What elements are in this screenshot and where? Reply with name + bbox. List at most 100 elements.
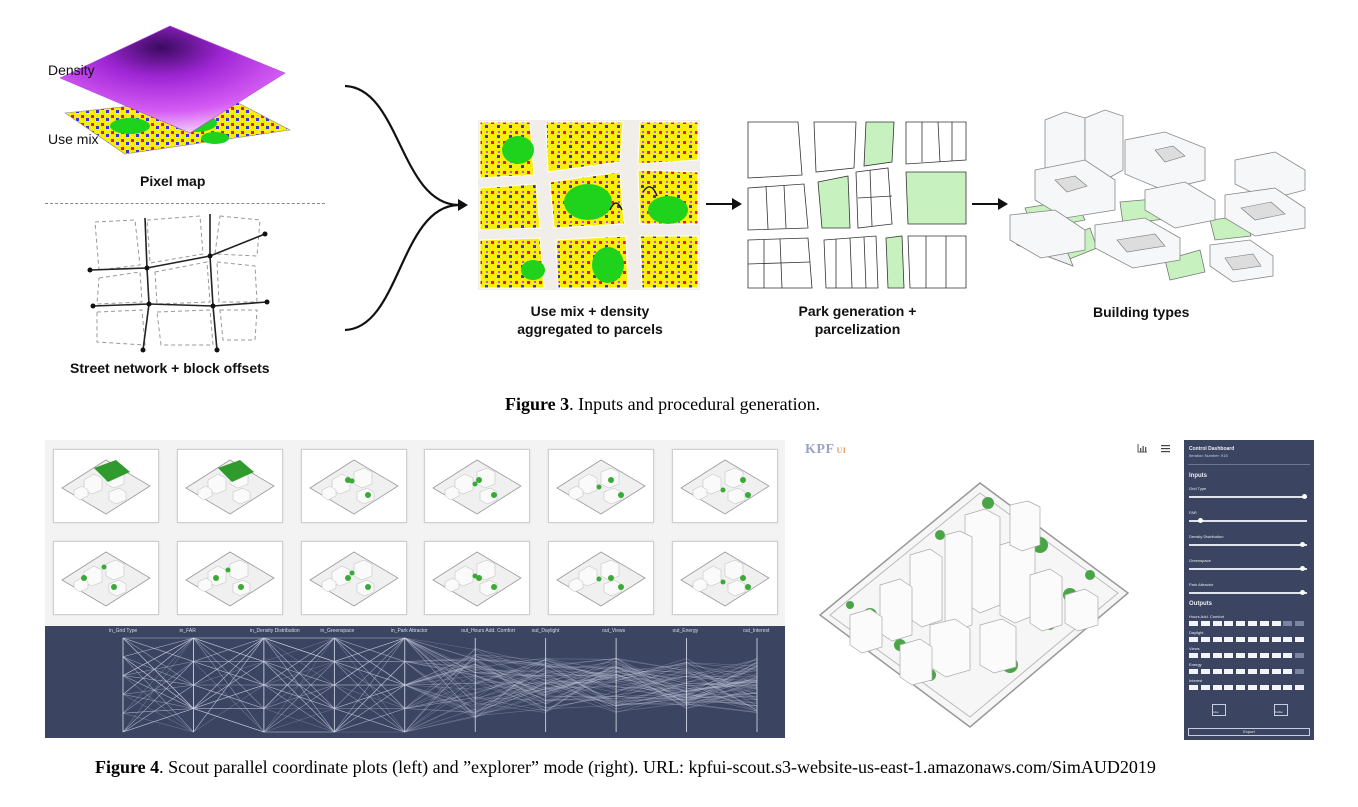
pc-line xyxy=(122,637,758,733)
input-slider[interactable] xyxy=(1189,518,1307,523)
pc-line xyxy=(122,637,758,714)
design-thumbnail[interactable] xyxy=(424,541,530,615)
output-bar-segment xyxy=(1200,621,1210,626)
design-thumbnail[interactable] xyxy=(177,541,283,615)
design-thumbnail[interactable] xyxy=(548,449,654,523)
slider-handle[interactable] xyxy=(1299,590,1305,595)
street-network-illustration xyxy=(87,214,270,353)
output-bar-segment xyxy=(1271,669,1281,674)
like-button[interactable] xyxy=(1212,704,1226,716)
pc-line xyxy=(122,637,758,698)
design-thumbnail[interactable] xyxy=(672,449,778,523)
control-dashboard: Control Dashboard Iteration Number: 915 … xyxy=(1184,440,1314,740)
input-label: Grid Type xyxy=(1189,486,1207,491)
pc-axis-label: in_Density Distribution xyxy=(249,628,300,634)
pc-line xyxy=(122,637,758,733)
output-bar-segment xyxy=(1283,653,1293,658)
output-bar-segment xyxy=(1259,621,1269,626)
input-slider[interactable] xyxy=(1189,494,1307,499)
export-button[interactable]: Export xyxy=(1188,728,1310,736)
figure3-caption: Figure 3. Inputs and procedural generati… xyxy=(505,394,820,415)
slider-handle[interactable] xyxy=(1198,518,1204,523)
dislike-button[interactable] xyxy=(1274,704,1288,716)
design-thumbnail-model xyxy=(61,551,151,607)
pc-line xyxy=(122,637,758,733)
output-bar-segment xyxy=(1236,669,1246,674)
input-slider[interactable] xyxy=(1189,542,1307,547)
street-network-label: Street network + block offsets xyxy=(70,360,270,376)
pc-line xyxy=(122,654,758,733)
pc-line xyxy=(122,637,758,707)
design-thumbnail[interactable] xyxy=(424,449,530,523)
pc-line xyxy=(122,637,758,709)
output-bar-segment xyxy=(1189,685,1198,690)
density-label: Density xyxy=(48,62,95,78)
input-label: FAR xyxy=(1189,510,1197,515)
output-bar-segment xyxy=(1248,637,1257,642)
input-label: Greenspace xyxy=(1189,558,1211,563)
pc-line xyxy=(122,637,758,719)
design-thumbnail[interactable] xyxy=(672,541,778,615)
pc-line xyxy=(122,637,758,715)
pc-axis-label: out_Daylight xyxy=(531,628,560,634)
merge-arrows xyxy=(344,84,468,332)
pc-line xyxy=(122,637,758,733)
output-bar-segment xyxy=(1236,685,1246,690)
pc-line xyxy=(122,637,758,733)
pc-line xyxy=(122,637,758,733)
menu-icon[interactable] xyxy=(1161,444,1170,453)
chart-icon[interactable] xyxy=(1137,444,1147,453)
pc-line xyxy=(122,659,758,733)
design-thumbnail[interactable] xyxy=(301,541,407,615)
pc-line xyxy=(122,637,758,733)
output-bar-segment xyxy=(1189,653,1198,658)
output-bar-segment xyxy=(1224,669,1234,674)
use-mix-label: Use mix xyxy=(48,131,99,147)
pc-line xyxy=(122,661,758,733)
output-bar-segment xyxy=(1248,669,1257,674)
aggregated-label-line2: aggregated to parcels xyxy=(517,321,663,337)
pc-line xyxy=(123,637,758,733)
design-thumbnail[interactable] xyxy=(177,449,283,523)
pc-axis-label: in_FAR xyxy=(179,628,196,634)
pc-line xyxy=(122,637,758,711)
pc-line xyxy=(122,637,758,695)
slider-handle[interactable] xyxy=(1299,566,1305,571)
input-label: Park Attractor xyxy=(1189,582,1214,587)
slider-handle[interactable] xyxy=(1302,494,1307,499)
pc-axis-label: in_Grid Type xyxy=(109,628,138,634)
output-bar-segment xyxy=(1259,653,1269,658)
pc-line xyxy=(122,637,758,733)
output-bar-segment xyxy=(1236,621,1246,626)
design-thumbnail[interactable] xyxy=(53,449,159,523)
pc-line xyxy=(122,637,758,709)
output-bar-segment xyxy=(1248,685,1257,690)
park-generation-label-line1: Park generation + xyxy=(798,303,917,319)
design-thumbnail-model xyxy=(309,459,399,515)
design-thumbnail[interactable] xyxy=(53,541,159,615)
output-label: Views xyxy=(1189,646,1200,651)
design-thumbnail-model xyxy=(556,551,646,607)
output-label: Energy xyxy=(1189,662,1202,667)
pc-line xyxy=(122,637,758,733)
input-slider[interactable] xyxy=(1189,566,1307,571)
design-thumbnail[interactable] xyxy=(301,449,407,523)
output-bar-segment xyxy=(1212,669,1222,674)
pc-line xyxy=(122,637,758,733)
design-thumbnail[interactable] xyxy=(548,541,654,615)
slider-handle[interactable] xyxy=(1299,542,1305,547)
parcelization-illustration xyxy=(747,121,967,289)
pc-axis-label: in_Park Attractor xyxy=(390,628,428,634)
design-thumbnail-model xyxy=(556,459,646,515)
output-bar-segment xyxy=(1283,669,1293,674)
pc-line xyxy=(122,637,758,709)
output-bar-segment xyxy=(1189,637,1198,642)
design-thumbnail-model xyxy=(680,551,770,607)
pc-line xyxy=(122,637,758,733)
input-slider[interactable] xyxy=(1189,590,1307,595)
export-button-label: Export xyxy=(1243,729,1255,734)
output-bar-segment xyxy=(1295,637,1305,642)
parallel-coordinates-plot: in_Grid Type in_FAR in_Density Distributio… xyxy=(45,626,785,738)
like-button-label: Like xyxy=(1213,710,1219,714)
